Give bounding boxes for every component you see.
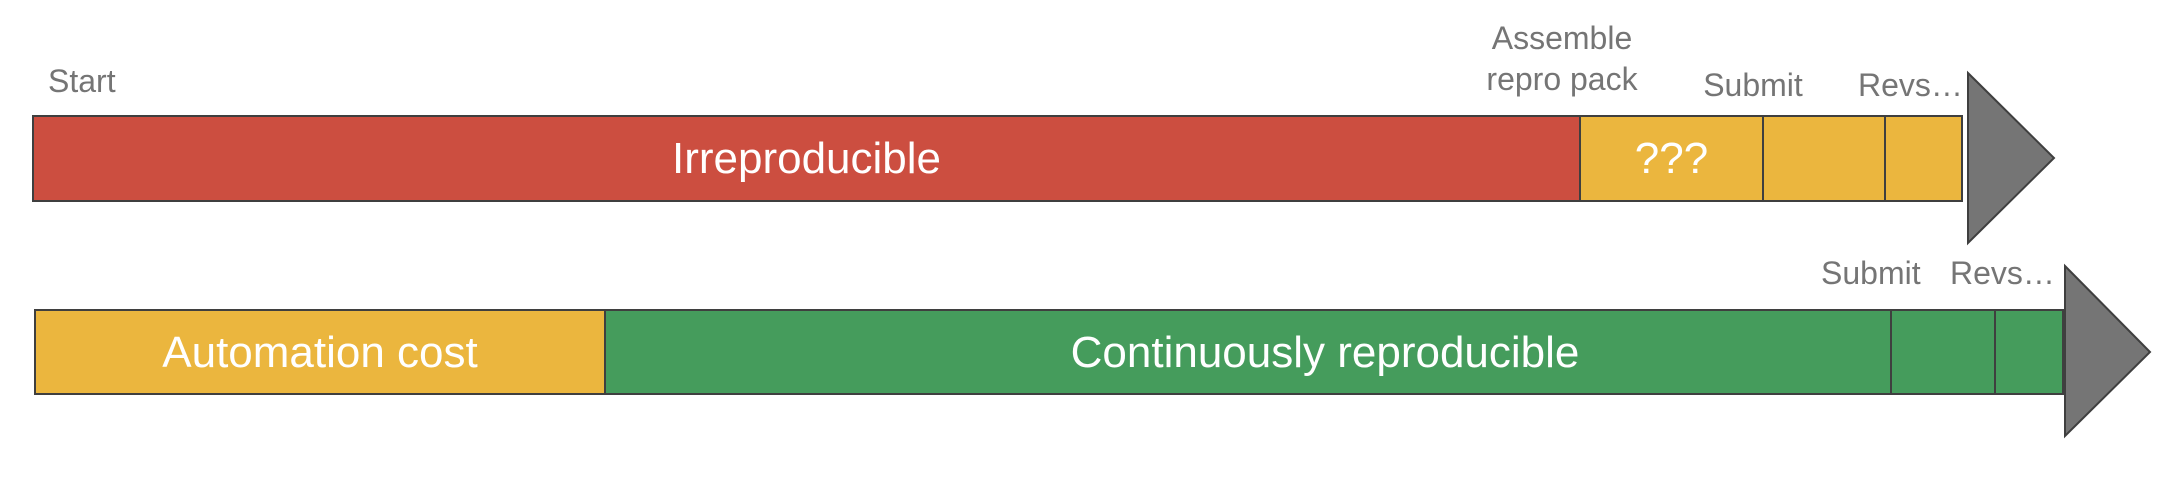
label-assemble-repro-pack: Assemble repro pack: [1486, 20, 1638, 97]
segment-automation-label: Automation cost: [162, 328, 478, 377]
timeline-top: [32, 70, 2056, 246]
segment-reviews-bar: [1884, 115, 1963, 202]
arrowhead-bottom: [2064, 263, 2152, 439]
label-submit-bottom: Submit: [1821, 255, 1921, 291]
segment-submit-bar: [1762, 115, 1886, 202]
segment-unknown-label: ???: [1634, 134, 1709, 183]
segment-submit-bar-bottom: [1890, 309, 1996, 395]
segment-assemble-bar: [1579, 115, 1764, 202]
segment-irreproducible-bar: [32, 115, 1581, 202]
label-reviews-top: Revs…: [1858, 67, 1963, 103]
segment-continuous-label: Continuously reproducible: [1070, 328, 1580, 377]
label-start: Start: [48, 63, 116, 99]
segment-irreproducible-label: Irreproducible: [671, 134, 942, 183]
label-reviews-bottom: Revs…: [1950, 255, 2055, 291]
segment-continuous-bar: [604, 309, 1892, 395]
timeline-bottom: [34, 263, 2152, 439]
arrowhead-top: [1967, 70, 2056, 246]
label-submit-top: Submit: [1703, 67, 1803, 103]
segment-reviews-bar-bottom: [1994, 309, 2064, 395]
